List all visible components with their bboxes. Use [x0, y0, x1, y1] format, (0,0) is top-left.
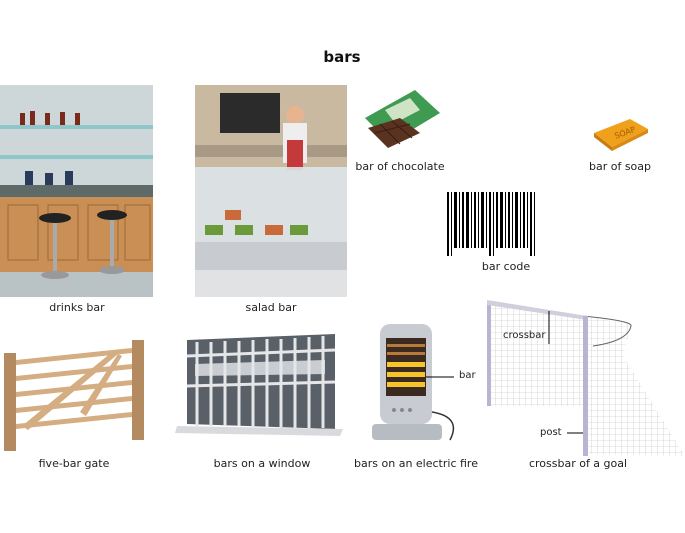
electric-fire-image: [372, 322, 464, 444]
drinks-bar-image: [0, 85, 153, 297]
five-bar-gate-image: [0, 338, 150, 453]
goal-crossbar-label: crossbar: [503, 330, 546, 341]
page-title: bars: [323, 48, 361, 66]
soap-caption: bar of soap: [588, 160, 652, 173]
goal-caption: crossbar of a goal: [528, 457, 628, 470]
fire-bar-label: bar: [459, 370, 476, 381]
soap-image: SOAP: [592, 115, 650, 151]
goal-post-label: post: [540, 427, 562, 438]
salad-bar-caption: salad bar: [245, 301, 297, 314]
salad-bar-image: [195, 85, 347, 297]
barcode-caption: bar code: [481, 260, 531, 273]
drinks-bar-caption: drinks bar: [49, 301, 105, 314]
five-bar-gate-caption: five-bar gate: [38, 457, 110, 470]
electric-fire-caption: bars on an electric fire: [354, 457, 478, 470]
goal-image: [483, 296, 685, 456]
window-bars-caption: bars on a window: [213, 457, 311, 470]
chocolate-caption: bar of chocolate: [355, 160, 445, 173]
window-bars-image: [175, 334, 343, 438]
barcode-image: [447, 192, 537, 256]
chocolate-image: [360, 88, 442, 150]
